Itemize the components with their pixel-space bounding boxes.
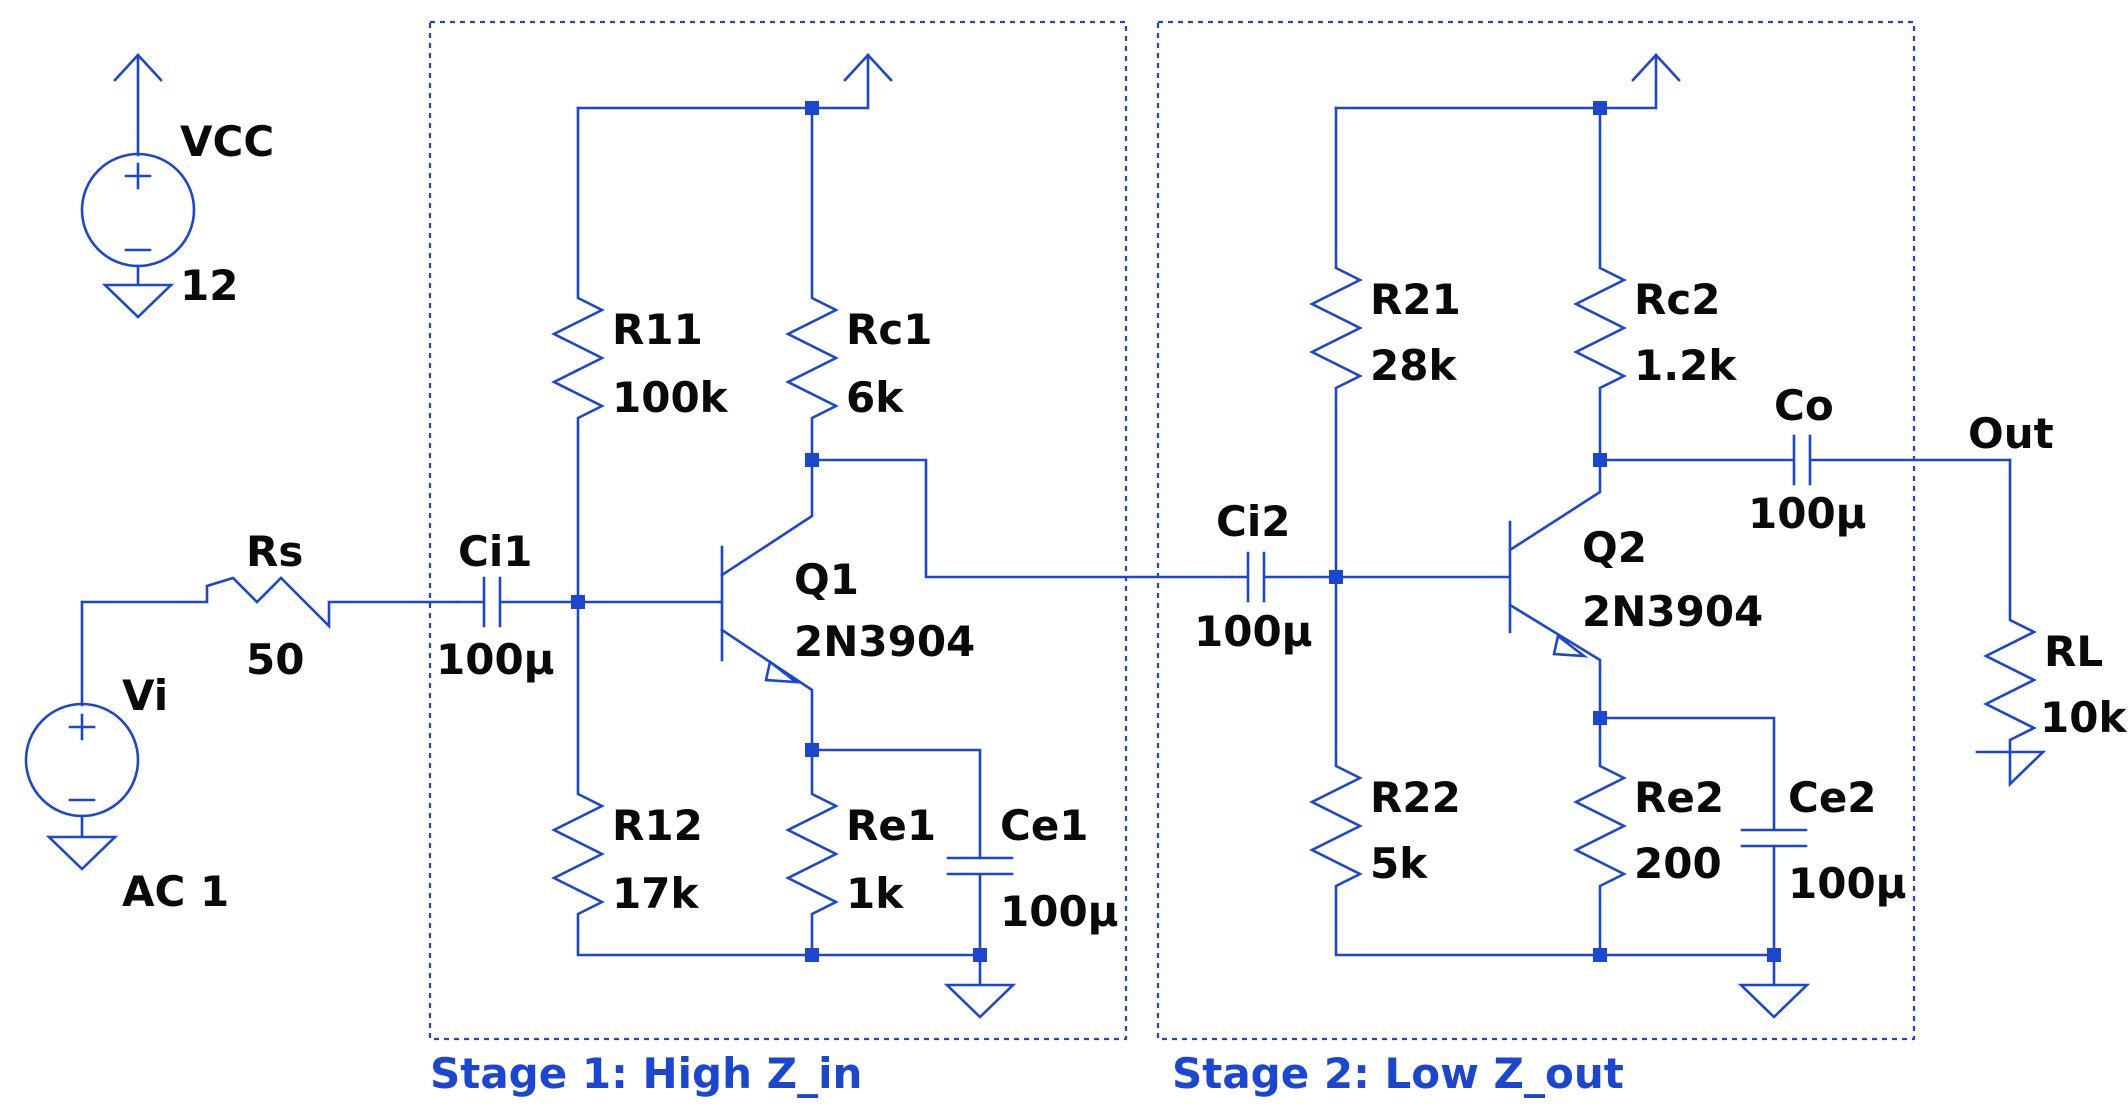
re1-value-label: 1k [846,869,904,918]
q1-collector-wire [810,458,1234,579]
re1-name-label: Re1 [846,801,936,850]
rs-name-label: Rs [246,527,303,576]
r12-name-label: R12 [612,801,703,850]
out-net-label: Out [1968,409,2054,458]
co-value-label: 100µ [1748,489,1867,538]
vcc-name-label: VCC [180,117,274,166]
rc2-name-label: Rc2 [1634,275,1720,324]
q2-value-label: 2N3904 [1582,587,1763,636]
re2-resistor[interactable] [1573,716,1627,957]
stage2-box [1156,20,1916,1041]
stage1-caption: Stage 1: High Z_in [430,1049,862,1098]
rc2-resistor[interactable] [1573,106,1627,462]
r11-value-label: 100k [612,373,729,422]
vcc-flag-1 [810,53,893,110]
ci1-value-label: 100µ [436,635,555,684]
r21-name-label: R21 [1370,275,1461,324]
vcc-flag-2 [1598,53,1681,110]
vi-source[interactable] [24,600,140,871]
rl-name-label: RL [2044,627,2103,676]
ce1-capacitor[interactable] [810,748,1014,957]
ci1-capacitor[interactable] [456,576,722,628]
ci2-name-label: Ci2 [1216,497,1290,546]
rs-value-label: 50 [246,635,304,684]
q1-value-label: 2N3904 [794,617,975,666]
vcc-source[interactable] [80,53,196,319]
ce2-capacitor[interactable] [1598,716,1808,957]
q2-name-label: Q2 [1582,523,1647,572]
rs-resistor[interactable] [80,576,460,630]
q1-name-label: Q1 [794,555,859,604]
rc1-name-label: Rc1 [846,305,932,354]
junction-dots [571,101,1781,962]
ce1-value-label: 100µ [1000,887,1119,936]
r22-name-label: R22 [1370,773,1461,822]
r21-resistor[interactable] [1309,106,1363,579]
co-name-label: Co [1774,381,1834,430]
r21-value-label: 28k [1370,341,1457,390]
ci1-name-label: Ci1 [458,527,532,576]
ce2-name-label: Ce2 [1788,773,1877,822]
vcc-value-label: 12 [180,261,238,310]
ground-2 [1737,953,1811,1019]
re2-value-label: 200 [1634,839,1722,888]
ground-3 [1975,750,2047,788]
stage2-caption: Stage 2: Low Z_out [1172,1049,1624,1098]
ground-1 [943,953,1017,1019]
r22-resistor[interactable] [1309,575,1602,957]
ce2-value-label: 100µ [1788,859,1907,908]
rc2-value-label: 1.2k [1634,341,1737,390]
rc1-value-label: 6k [846,373,904,422]
r11-name-label: R11 [612,305,703,354]
ci2-capacitor[interactable] [1230,551,1338,603]
q2-transistor[interactable] [1334,458,1602,720]
ci2-value-label: 100µ [1194,607,1313,656]
r22-value-label: 5k [1370,839,1428,888]
vi-value-label: AC 1 [122,867,229,916]
co-capacitor[interactable] [1598,434,2012,486]
ce1-name-label: Ce1 [1000,801,1089,850]
rl-value-label: 10k [2040,693,2127,742]
rc1-resistor[interactable] [785,106,839,462]
r12-value-label: 17k [612,869,699,918]
vi-name-label: Vi [122,671,168,720]
re1-resistor[interactable] [785,748,839,957]
stage1-box [428,20,1128,1041]
re2-name-label: Re2 [1634,773,1724,822]
q1-transistor[interactable] [718,458,814,752]
rl-resistor[interactable] [1983,458,2037,754]
r11-resistor[interactable] [551,106,605,604]
r12-resistor[interactable] [551,600,814,957]
